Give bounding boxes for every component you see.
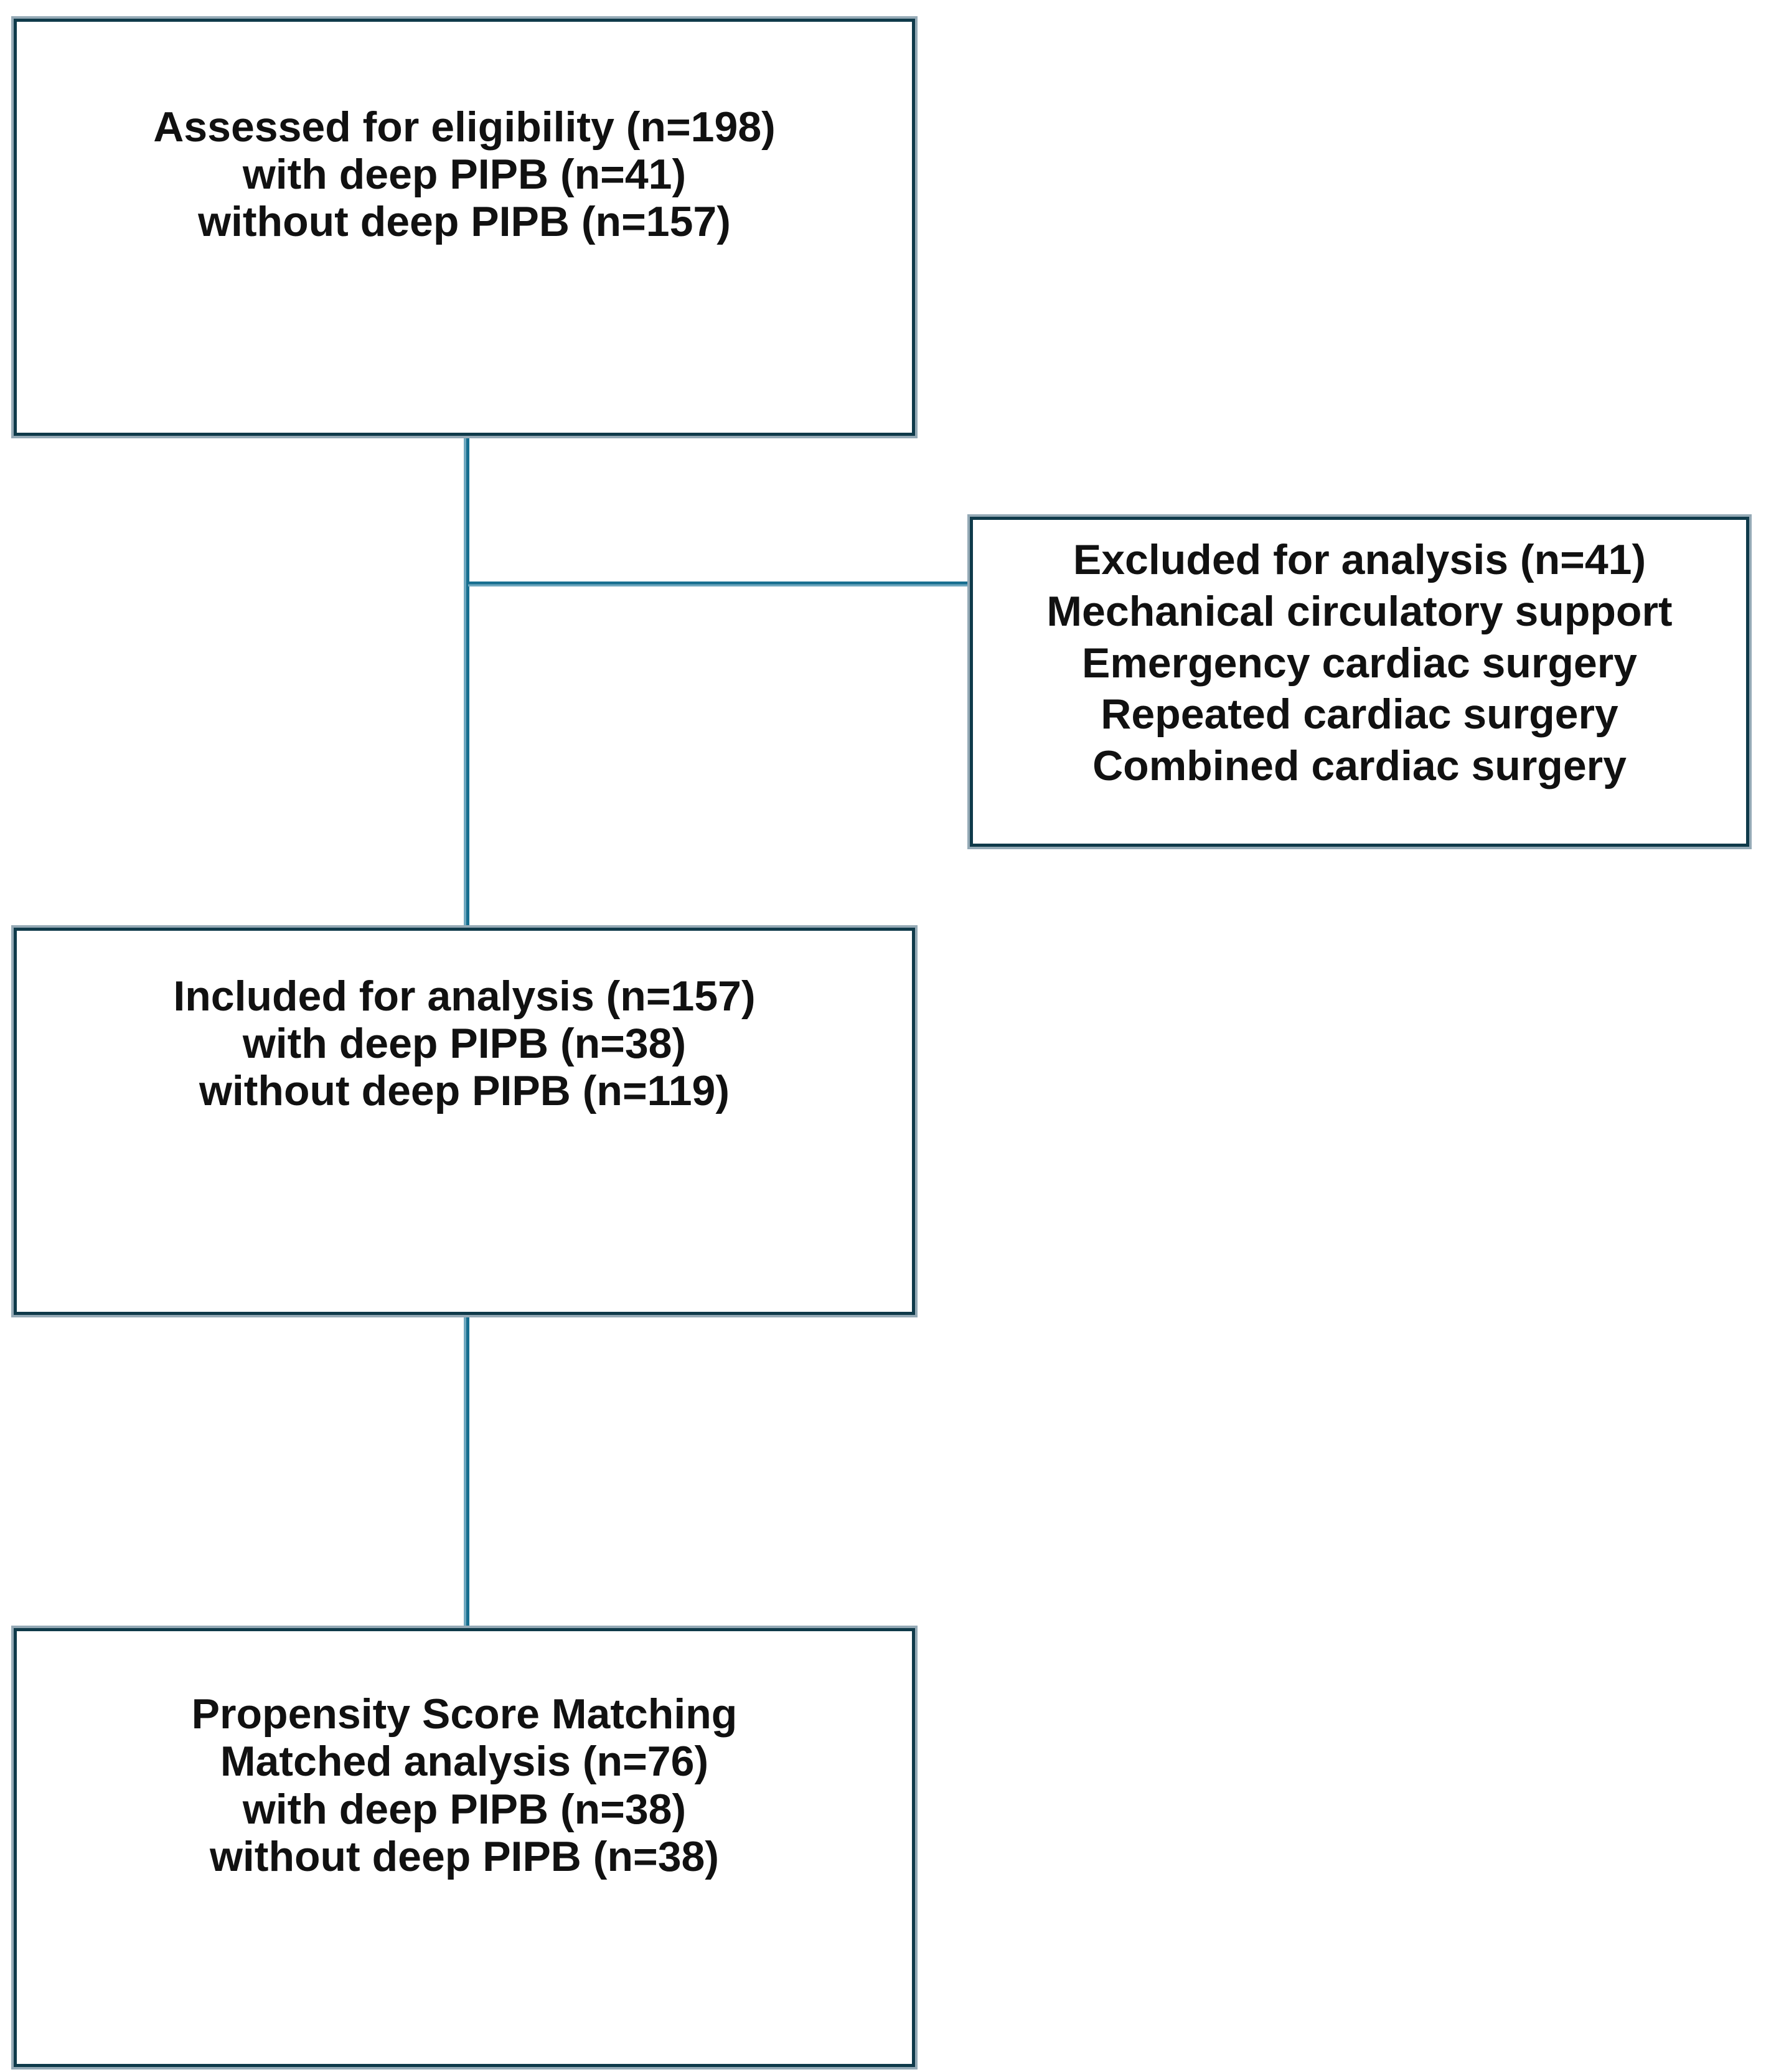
assessed-total-line: Assessed for eligibility (n=198)	[153, 103, 776, 151]
included-total-line: Included for analysis (n=157)	[173, 972, 756, 1020]
connector-included-to-matched	[464, 1315, 469, 1631]
assessed-with-pipb-line: with deep PIPB (n=41)	[242, 150, 687, 198]
excluded-reason-combined-line: Combined cardiac surgery	[1092, 742, 1627, 790]
connector-assessed-to-included	[464, 436, 469, 928]
matched-with-pipb-line: with deep PIPB (n=38)	[242, 1785, 687, 1833]
box-excluded-for-analysis: Excluded for analysis (n=41) Mechanical …	[970, 517, 1749, 847]
box-included-for-analysis: Included for analysis (n=157) with deep …	[14, 928, 915, 1315]
connector-branch-to-excluded	[468, 582, 972, 586]
excluded-reason-repeated-line: Repeated cardiac surgery	[1101, 690, 1618, 738]
included-with-pipb-line: with deep PIPB (n=38)	[242, 1019, 687, 1067]
matched-title-line: Propensity Score Matching	[191, 1690, 738, 1738]
box-propensity-matched: Propensity Score Matching Matched analys…	[14, 1628, 915, 2067]
included-without-pipb-line: without deep PIPB (n=119)	[199, 1067, 730, 1115]
box-assessed-eligibility: Assessed for eligibility (n=198) with de…	[14, 19, 915, 436]
matched-without-pipb-line: without deep PIPB (n=38)	[210, 1832, 719, 1880]
excluded-reason-mechanical-line: Mechanical circulatory support	[1046, 587, 1673, 635]
excluded-total-line: Excluded for analysis (n=41)	[1073, 535, 1646, 583]
excluded-reason-emergency-line: Emergency cardiac surgery	[1081, 639, 1638, 687]
matched-total-line: Matched analysis (n=76)	[220, 1738, 709, 1786]
assessed-without-pipb-line: without deep PIPB (n=157)	[198, 198, 731, 246]
